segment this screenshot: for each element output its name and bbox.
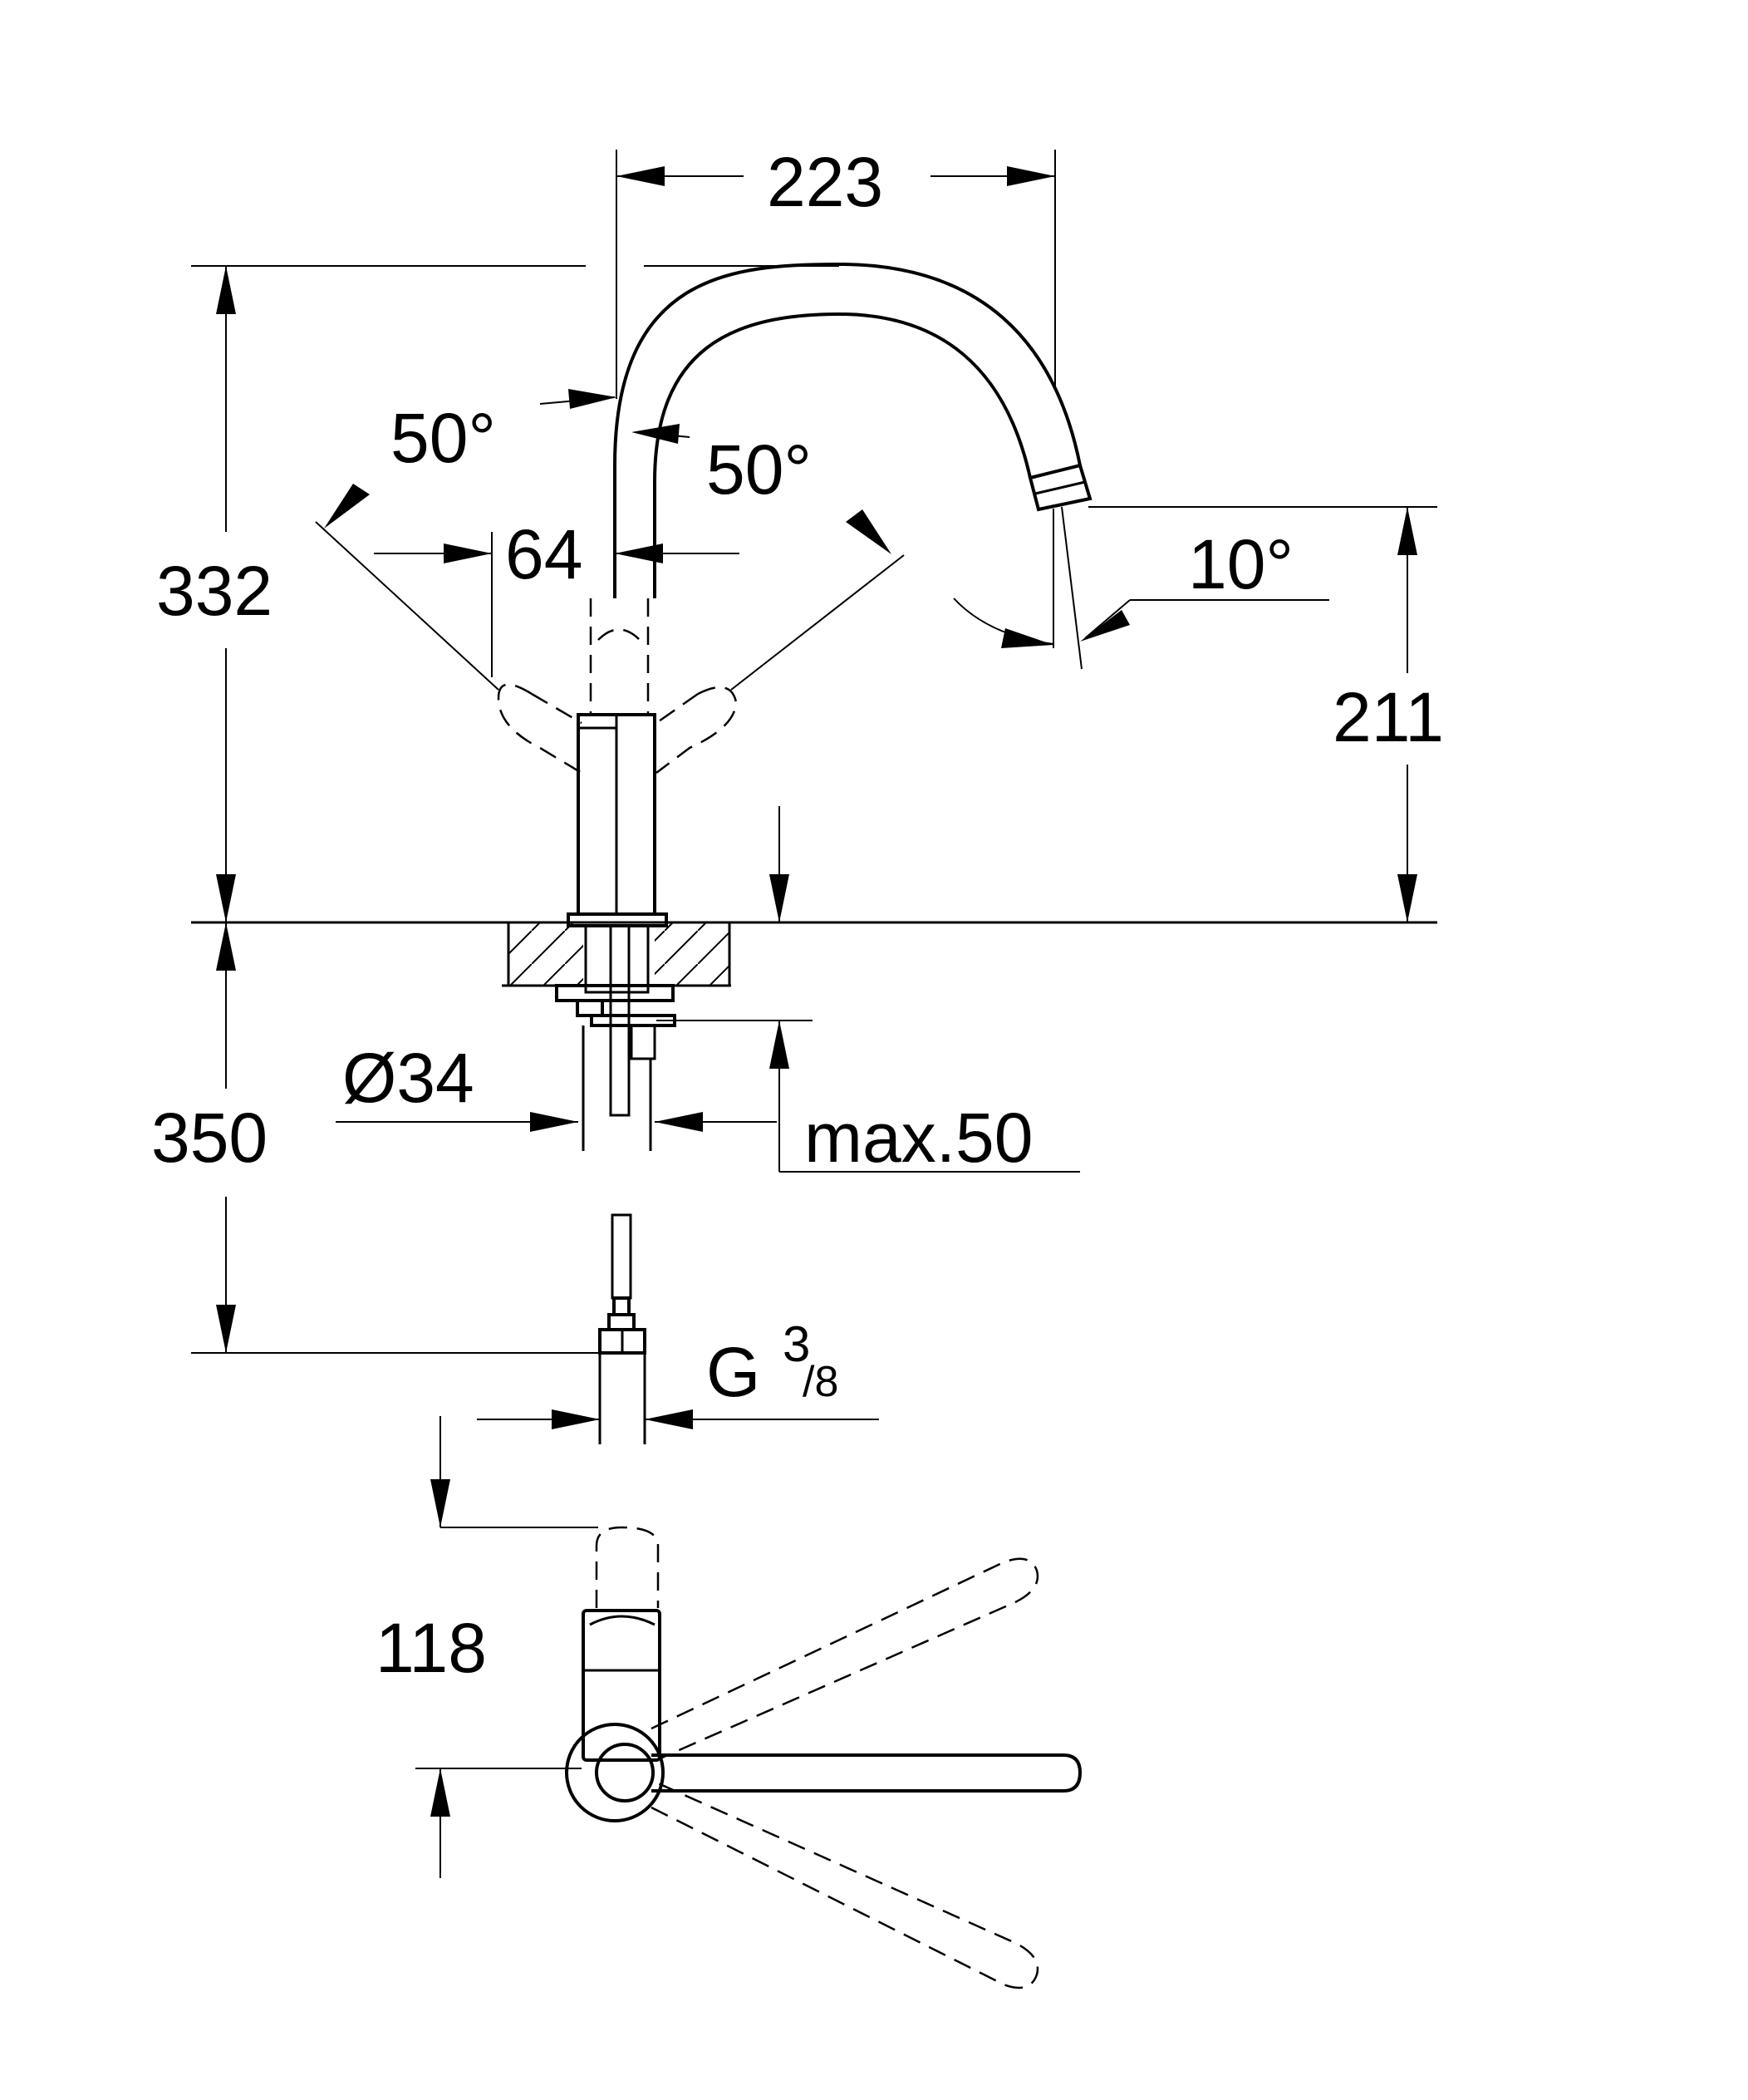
faucet-front-view: [497, 262, 1092, 927]
braided-hose-lower: [611, 1213, 632, 1300]
dimension-labels: 223 332 211 350 50° 50° 64 10° Ø34 max.5…: [151, 143, 1444, 1687]
dim-spout-height: 211: [1333, 678, 1444, 756]
dim-thread-g: G: [706, 1333, 760, 1411]
swivel-ring-inner: [595, 1743, 655, 1802]
dim-handle-spacing: 64: [505, 515, 582, 593]
dim-swivel-angle-right: 50°: [706, 430, 812, 509]
dim-counter-thickness: max.50: [804, 1099, 1033, 1177]
dim-thread-denominator: /8: [803, 1358, 838, 1406]
lever-handle: [651, 1753, 1083, 1793]
dim-body-diameter: Ø34: [342, 1039, 474, 1117]
spout-outer-curve: [613, 262, 1082, 598]
dim-height-total: 332: [156, 552, 273, 630]
counter-hatch-right: [655, 922, 729, 986]
dim-spout-tilt: 10°: [1188, 525, 1294, 603]
counter-section: [191, 921, 1437, 1151]
dim-thread-numerator: 3: [783, 1316, 810, 1372]
hose-connection: [598, 1213, 646, 1444]
dim-spout-reach: 223: [767, 143, 883, 221]
dim-swivel-angle-left: 50°: [390, 399, 496, 477]
dim-handle-depth: 118: [376, 1609, 487, 1687]
dimension-lines: [191, 150, 1437, 1878]
lever-swing-outline-up: [651, 1557, 1039, 1762]
dim-below-counter: 350: [151, 1099, 268, 1177]
lever-swivel-outline-right: [656, 686, 738, 774]
swivel-ring-outer: [565, 1723, 665, 1822]
counter-hatch-left: [508, 922, 583, 986]
spout-inner-curve: [653, 312, 1032, 598]
braided-hose-upper: [609, 924, 631, 1117]
faucet-top-view: [565, 1526, 1083, 1989]
spout-aerator: [1028, 463, 1092, 512]
mounting-nut: [555, 984, 675, 1002]
lever-swing-outline-down: [651, 1781, 1039, 1989]
top-view-body: [582, 1609, 661, 1762]
lever-swivel-outline-left: [497, 683, 582, 775]
